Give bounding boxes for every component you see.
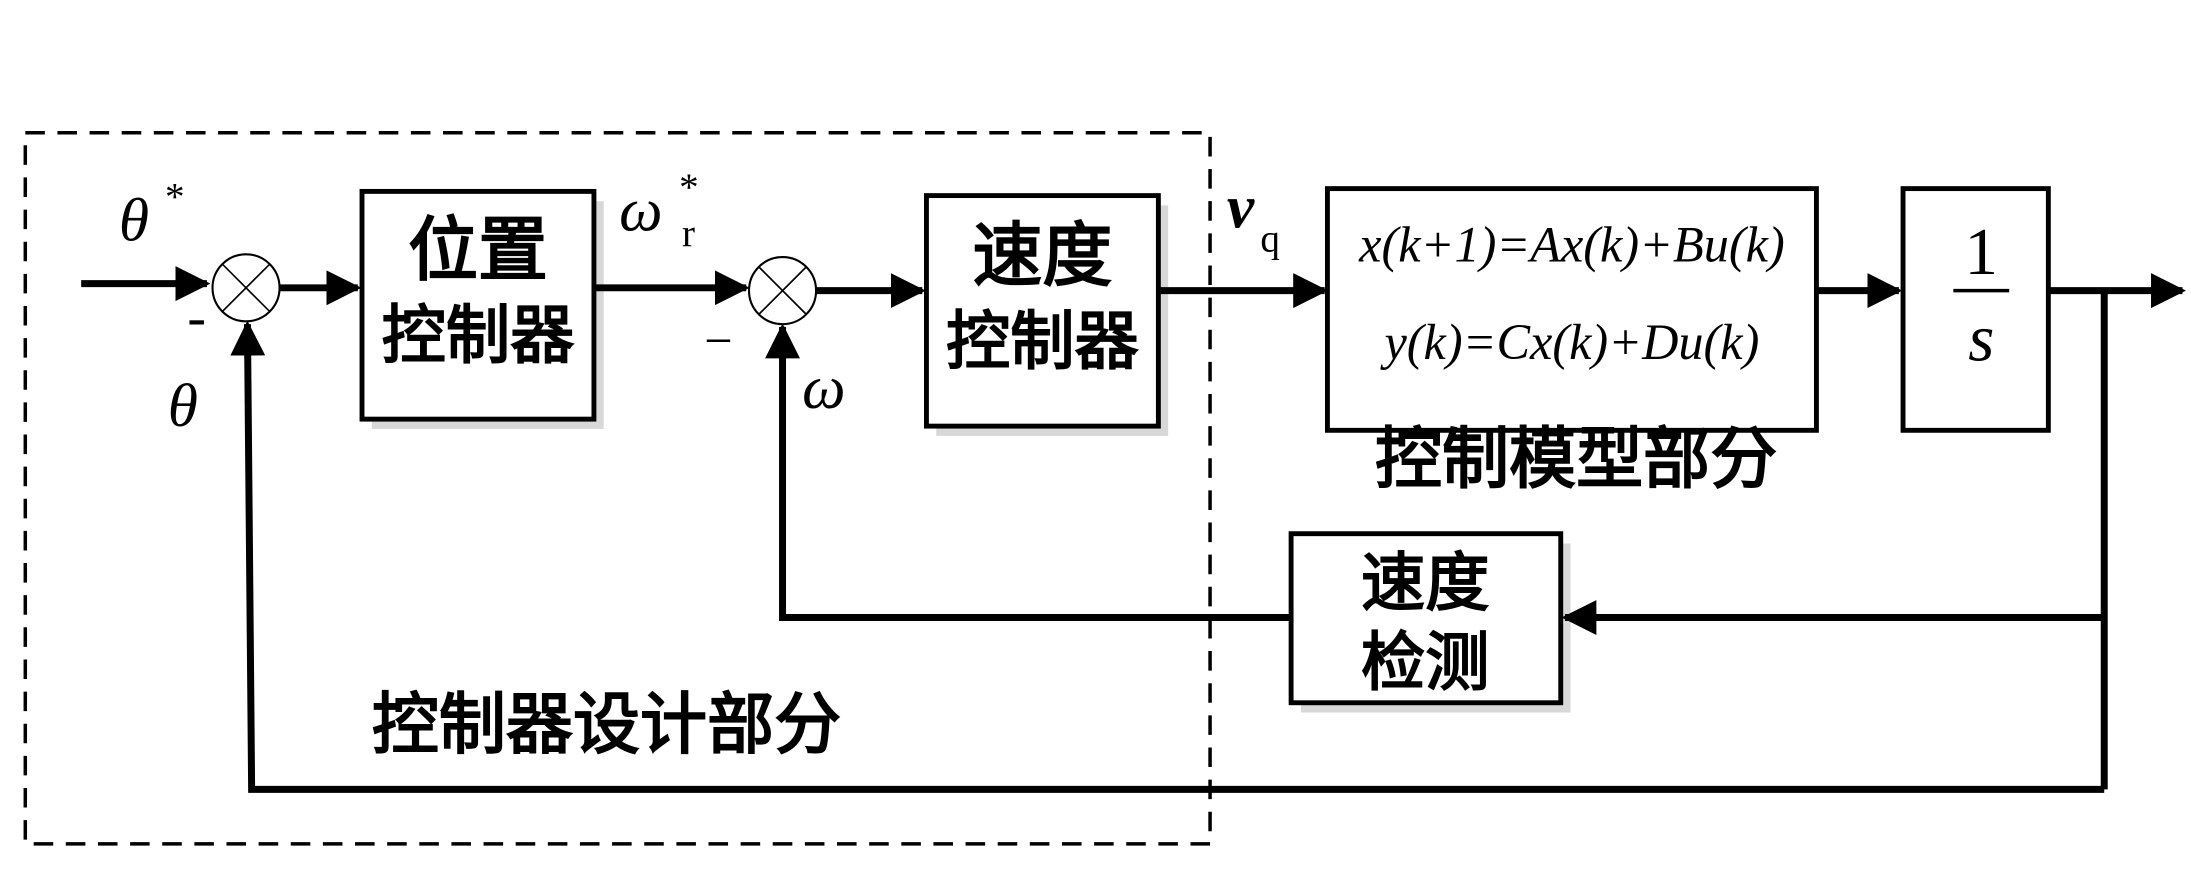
svg-text:检测: 检测 — [1361, 626, 1490, 701]
svg-text:速度: 速度 — [1361, 546, 1490, 621]
speed-detection-block: 速度 检测 — [1288, 531, 1564, 706]
minus-sign-1: - — [187, 286, 206, 348]
speed-feedback — [765, 323, 1292, 622]
svg-text:控制器: 控制器 — [946, 304, 1140, 379]
omega-ref-sup: * — [679, 166, 699, 209]
sum-junction-1 — [211, 253, 281, 323]
omega-ref-label: ω — [619, 177, 662, 245]
speed-controller-block: 速度 控制器 — [924, 193, 1161, 429]
svg-text:y(k)=Cx(k)+Du(k): y(k)=Cx(k)+Du(k) — [1379, 314, 1759, 370]
position-feedback — [230, 320, 2105, 793]
controller-design-label: 控制器设计部分 — [372, 684, 841, 763]
omega-fb-label: ω — [802, 354, 845, 422]
position-controller-block: 位置 控制器 — [359, 188, 597, 422]
theta-ref-label: θ — [119, 186, 149, 254]
svg-text:s: s — [1968, 300, 1994, 375]
control-model-label: 控制模型部分 — [1375, 419, 1777, 498]
vq-label: v — [1227, 174, 1255, 242]
theta-fb-label: θ — [168, 372, 198, 440]
state-space-model-block: x(k+1)=Ax(k)+Bu(k) y(k)=Cx(k)+Du(k) — [1324, 186, 1819, 433]
omega-ref-sub: r — [682, 212, 695, 255]
svg-text:x(k+1)=Ax(k)+Bu(k): x(k+1)=Ax(k)+Bu(k) — [1358, 216, 1785, 272]
svg-text:控制器: 控制器 — [382, 299, 575, 374]
svg-text:1: 1 — [1965, 214, 1999, 289]
sum-junction-2 — [747, 256, 818, 326]
theta-ref-sup: * — [165, 176, 185, 219]
minus-sign-2: − — [704, 313, 732, 369]
integrator-block: 1 s — [1900, 186, 2051, 433]
controller-design-region — [23, 130, 1212, 846]
svg-text:速度: 速度 — [973, 214, 1113, 296]
svg-text:位置: 位置 — [408, 209, 548, 291]
vq-sub: q — [1260, 217, 1280, 260]
